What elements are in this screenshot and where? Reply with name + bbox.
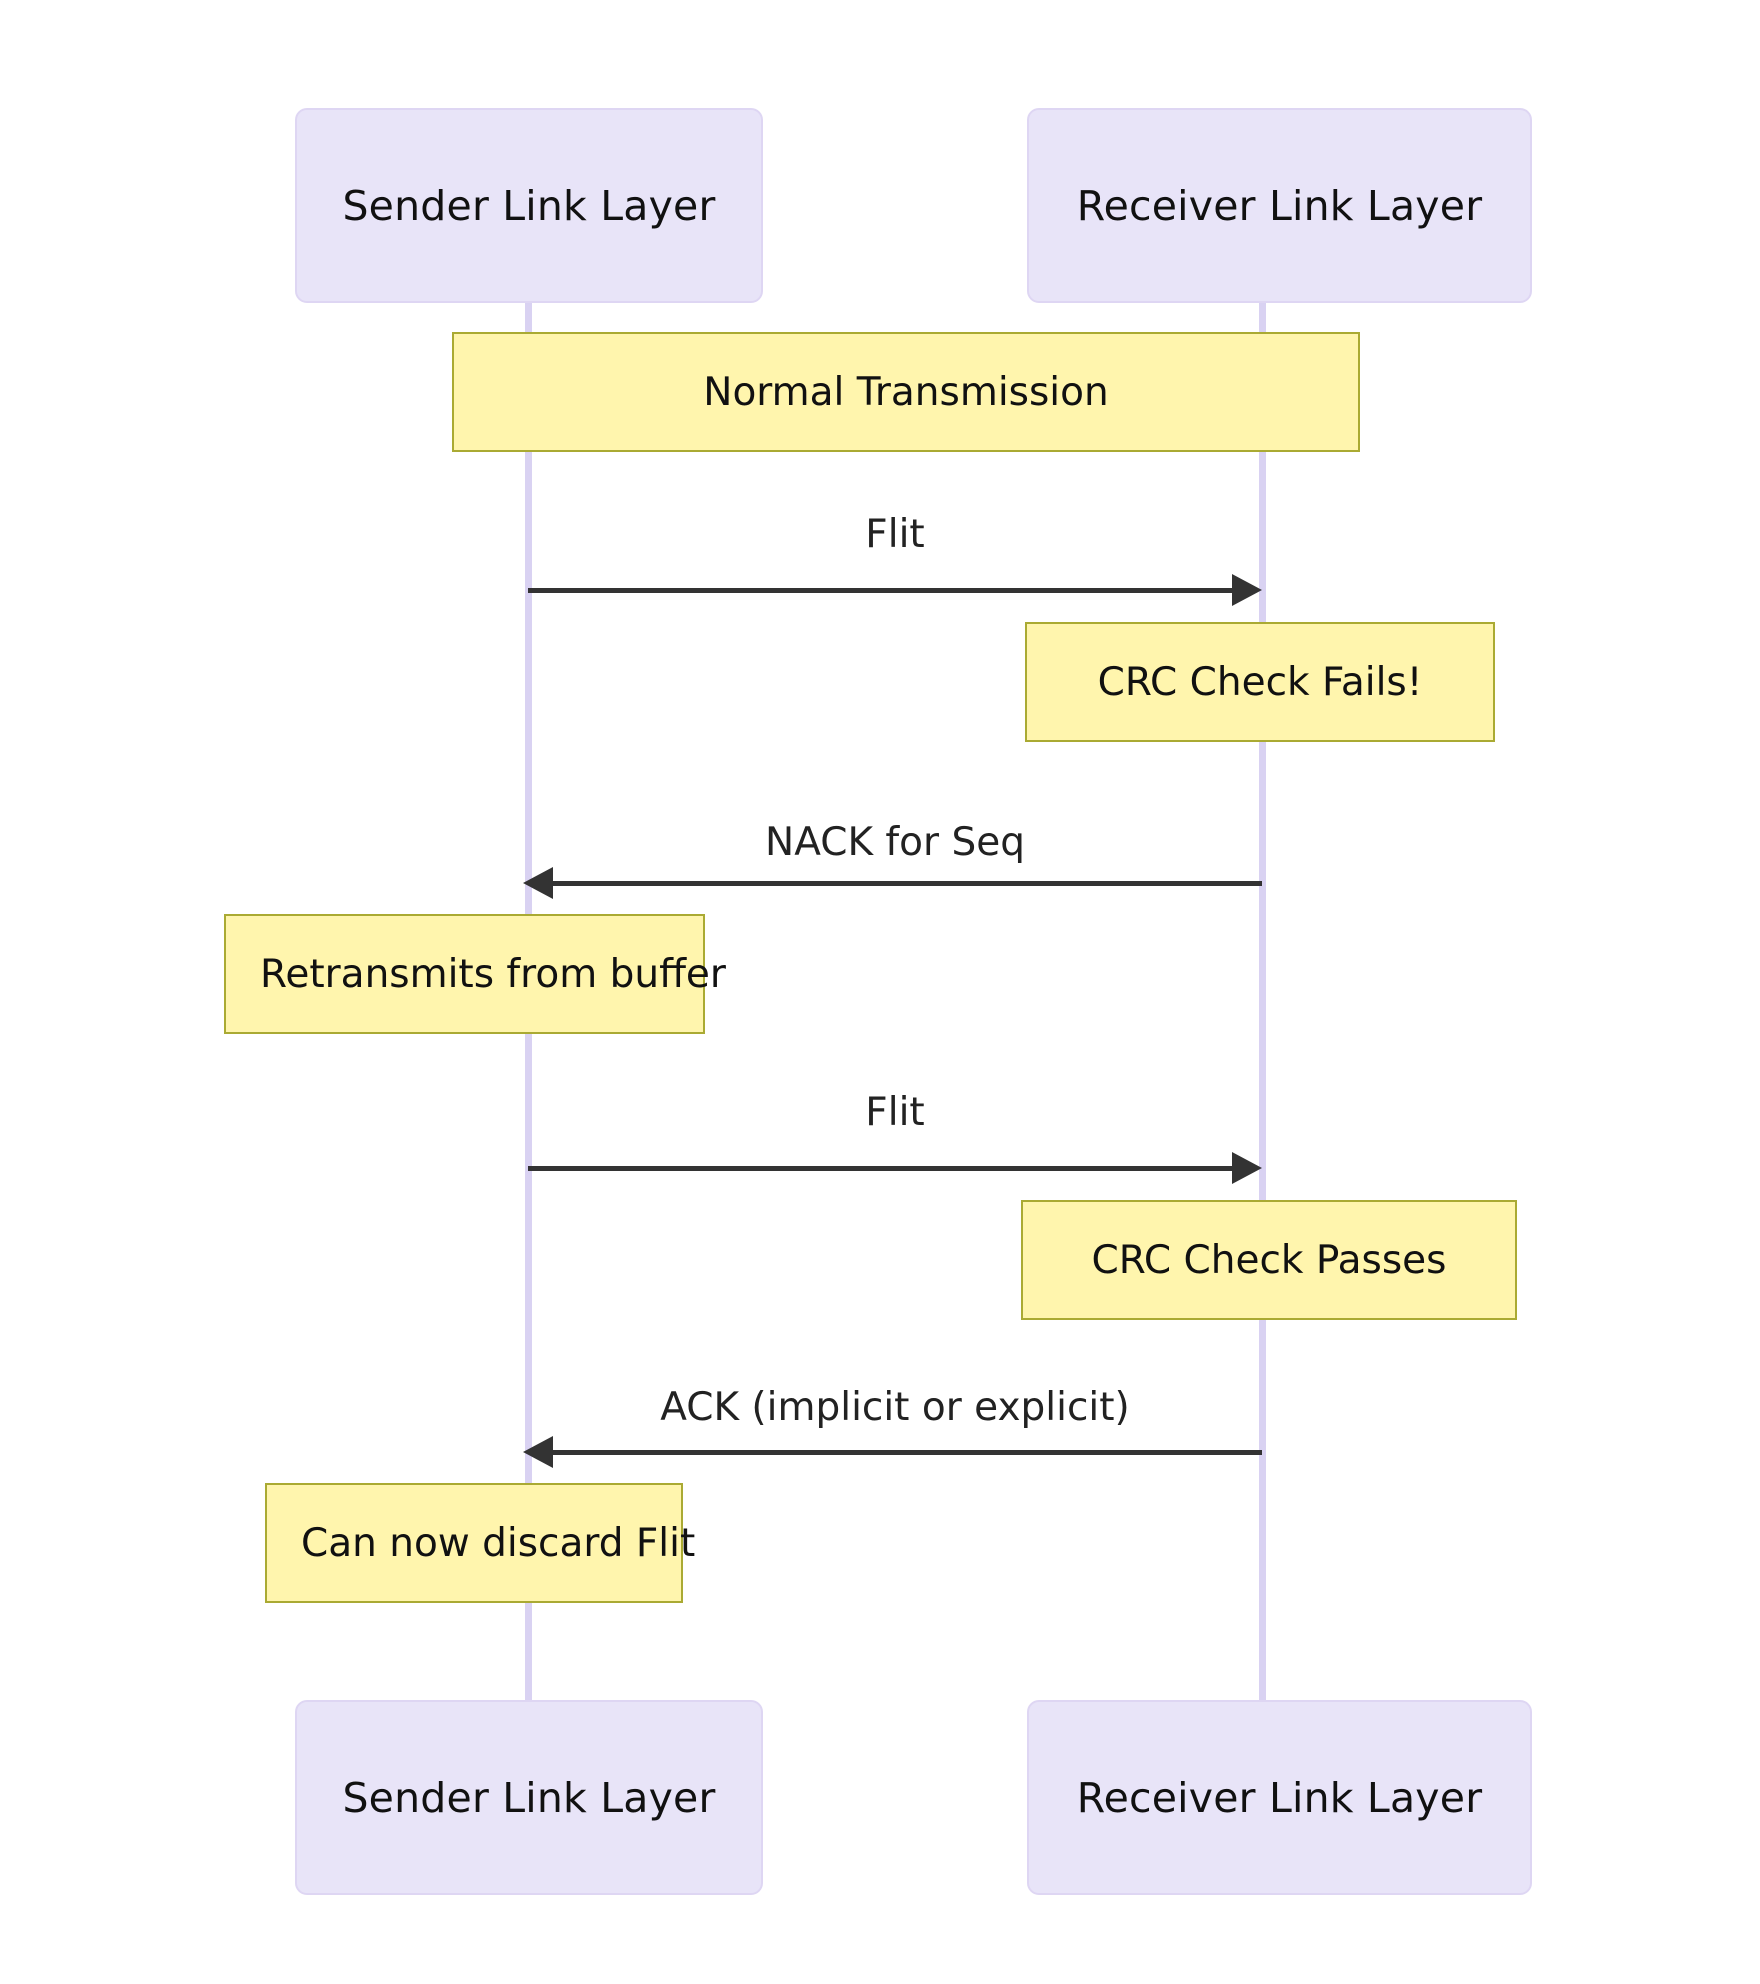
msg-flit-2-label: Flit bbox=[865, 1090, 925, 1135]
msg-flit-1-line bbox=[528, 588, 1240, 593]
msg-flit-2-arrowhead bbox=[1232, 1152, 1262, 1184]
note-crc-check-fails-label: CRC Check Fails! bbox=[1097, 659, 1423, 705]
actor-receiver-top-label: Receiver Link Layer bbox=[1076, 181, 1483, 230]
msg-nack-for-seq-label: NACK for Seq bbox=[765, 820, 1025, 865]
lifeline-receiver bbox=[1259, 303, 1266, 1703]
note-crc-check-fails[interactable]: CRC Check Fails! bbox=[1025, 622, 1495, 742]
msg-flit-1-label: Flit bbox=[865, 512, 925, 557]
msg-ack-label: ACK (implicit or explicit) bbox=[660, 1385, 1130, 1430]
msg-ack-arrowhead bbox=[523, 1436, 553, 1468]
note-retransmits-from-buffer[interactable]: Retransmits from buffer bbox=[224, 914, 726, 1034]
note-crc-check-passes-label: CRC Check Passes bbox=[1091, 1237, 1447, 1283]
msg-nack-for-seq-arrowhead bbox=[523, 867, 553, 899]
actor-receiver-bottom-label: Receiver Link Layer bbox=[1076, 1773, 1483, 1822]
actor-sender-bottom-label: Sender Link Layer bbox=[342, 1773, 716, 1822]
note-normal-transmission[interactable]: Normal Transmission bbox=[452, 332, 1360, 452]
note-can-now-discard-flit[interactable]: Can now discard Flit bbox=[265, 1483, 695, 1603]
actor-sender-bottom[interactable]: Sender Link Layer bbox=[295, 1700, 763, 1895]
note-retransmits-from-buffer-label: Retransmits from buffer bbox=[260, 951, 726, 997]
msg-flit-2-line bbox=[528, 1166, 1240, 1171]
note-can-now-discard-flit-label: Can now discard Flit bbox=[301, 1520, 696, 1566]
actor-sender-top-label: Sender Link Layer bbox=[342, 181, 716, 230]
note-normal-transmission-label: Normal Transmission bbox=[703, 369, 1109, 415]
msg-ack-line bbox=[550, 1450, 1262, 1455]
actor-receiver-bottom[interactable]: Receiver Link Layer bbox=[1027, 1700, 1532, 1895]
actor-sender-top[interactable]: Sender Link Layer bbox=[295, 108, 763, 303]
note-crc-check-passes[interactable]: CRC Check Passes bbox=[1021, 1200, 1517, 1320]
actor-receiver-top[interactable]: Receiver Link Layer bbox=[1027, 108, 1532, 303]
msg-flit-1-arrowhead bbox=[1232, 574, 1262, 606]
msg-nack-for-seq-line bbox=[550, 881, 1262, 886]
